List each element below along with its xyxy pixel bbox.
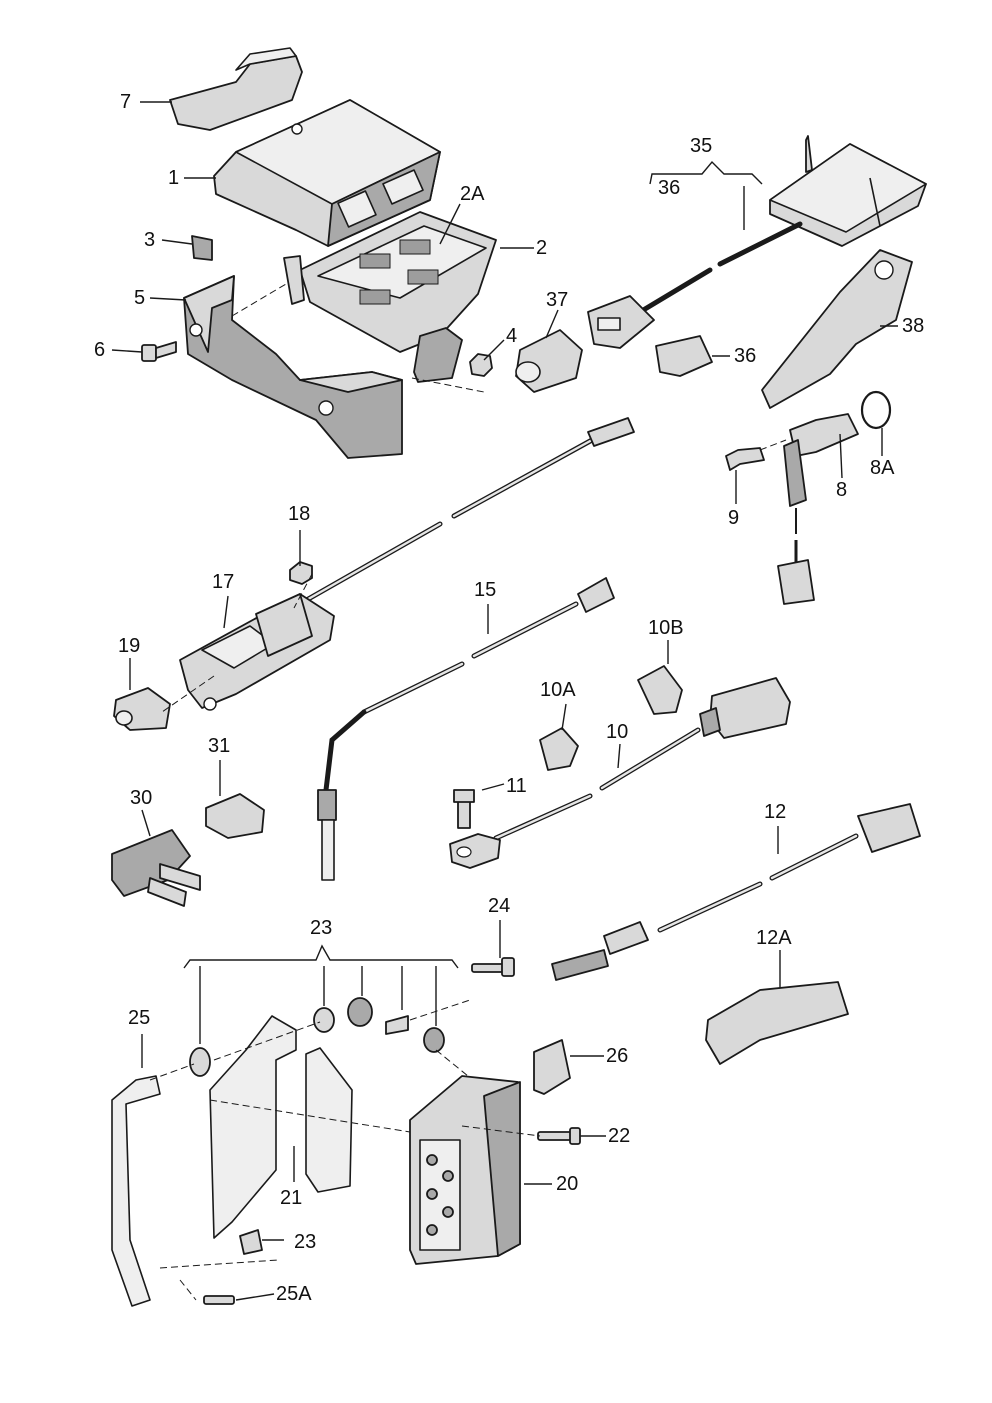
part-38-bracket	[761, 249, 913, 409]
part-26-connector	[533, 1039, 571, 1095]
callout-1: 1	[168, 167, 179, 189]
callout-31: 31	[208, 735, 230, 757]
part-1-control-unit	[213, 99, 441, 247]
callout-36-top: 36	[658, 177, 680, 199]
part-2-bracket	[283, 211, 497, 383]
callout-22: 22	[608, 1125, 630, 1147]
part-19-connector	[113, 687, 171, 731]
callout-25: 25	[128, 1007, 150, 1029]
callout-38: 38	[902, 315, 924, 337]
part-22-screw	[537, 1127, 581, 1145]
callout-20: 20	[556, 1173, 578, 1195]
callout-4: 4	[506, 325, 517, 347]
callout-labels: 7 1 2A 2 3 5 6 4 37 35 36 36 38 8 8A 9 1…	[94, 91, 924, 1305]
part-15-temp-sensor	[317, 577, 615, 881]
part-25-plate	[111, 1075, 161, 1307]
callout-3: 3	[144, 229, 155, 251]
assembly-dash-lines	[149, 283, 787, 1301]
callout-24: 24	[488, 895, 510, 917]
callout-35: 35	[690, 135, 712, 157]
part-20-actuator	[409, 1075, 521, 1265]
callout-7: 7	[120, 91, 131, 113]
part-12-lambda-probe	[551, 803, 921, 1065]
callout-5: 5	[134, 287, 145, 309]
callout-18: 18	[288, 503, 310, 525]
callout-8: 8	[836, 479, 847, 501]
part-17-sensor-unit	[179, 417, 635, 711]
callout-6: 6	[94, 339, 105, 361]
part-6-screw	[141, 341, 177, 362]
callout-9: 9	[728, 507, 739, 529]
callout-17: 17	[212, 571, 234, 593]
part-24-screw	[471, 957, 515, 977]
callout-12: 12	[764, 801, 786, 823]
part-8-sensor	[725, 390, 892, 605]
callout-11: 11	[506, 775, 527, 797]
callout-36-right: 36	[734, 345, 756, 367]
part-4-nut	[469, 353, 493, 377]
part-23-grommets	[189, 997, 445, 1255]
part-21-bracket	[209, 1015, 353, 1239]
part-31-connector	[205, 793, 265, 839]
part-7-cover	[169, 47, 303, 131]
callout-23-bottom: 23	[294, 1231, 316, 1253]
part-5-housing	[183, 275, 403, 459]
callout-21: 21	[280, 1187, 302, 1209]
part-35-module-harness	[587, 135, 927, 377]
callout-15: 15	[474, 579, 496, 601]
part-30-vacuum-sensor	[111, 829, 201, 907]
callout-30: 30	[130, 787, 152, 809]
callout-2A: 2A	[460, 183, 485, 205]
callout-10: 10	[606, 721, 628, 743]
callout-19: 19	[118, 635, 140, 657]
callout-25A: 25A	[276, 1283, 312, 1305]
part-25A-screw	[203, 1295, 235, 1305]
callout-2: 2	[536, 237, 547, 259]
callout-37: 37	[546, 289, 568, 311]
callout-10B: 10B	[648, 617, 684, 639]
part-10-knock-sensor	[449, 665, 791, 869]
callout-10A: 10A	[540, 679, 576, 701]
part-37-connector	[515, 329, 583, 393]
part-3-clip	[191, 235, 213, 261]
callout-23-top: 23	[310, 917, 332, 939]
callout-26: 26	[606, 1045, 628, 1067]
callout-12A: 12A	[756, 927, 792, 949]
leader-lines	[111, 101, 898, 1301]
callout-8A: 8A	[870, 457, 895, 479]
